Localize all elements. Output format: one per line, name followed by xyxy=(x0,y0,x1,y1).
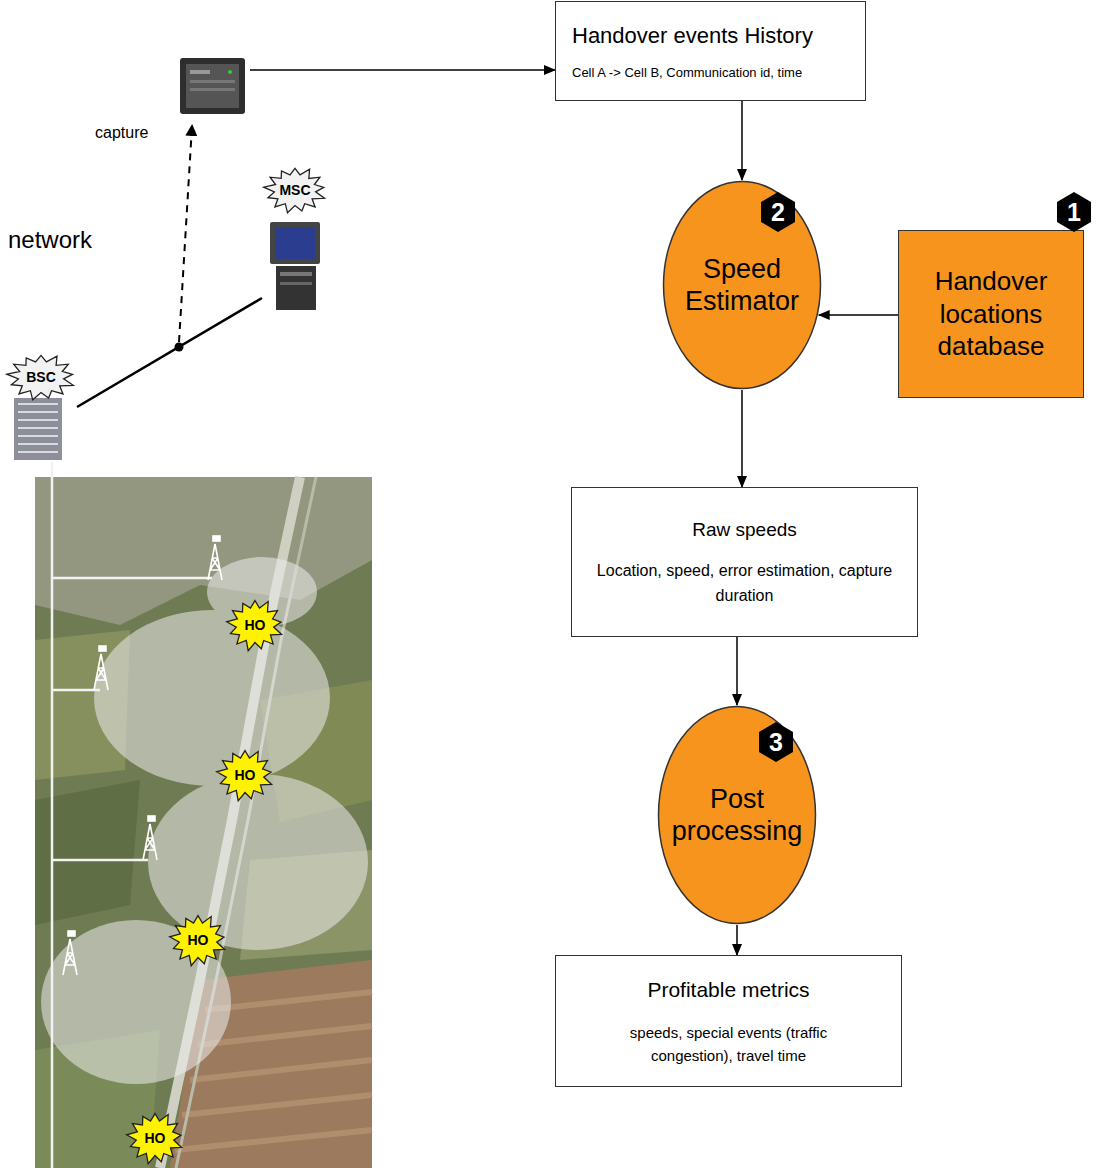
node-title: HO xyxy=(215,747,275,803)
database-box: Handover locations database xyxy=(898,230,1084,398)
data-box: Profitable metrics speeds, special events… xyxy=(555,955,902,1087)
connector-arrow xyxy=(741,101,743,180)
node-title: HO xyxy=(125,1110,185,1166)
connector-arrow xyxy=(736,925,738,955)
node-title: BSC xyxy=(5,352,77,402)
node-title: HO xyxy=(225,597,285,653)
connector-arrow xyxy=(741,390,743,487)
callout-number: 1 xyxy=(1056,191,1092,233)
bsc-starburst: BSC xyxy=(5,352,77,462)
node-title: Speed Estimator xyxy=(674,253,810,318)
handover-starburst: HO xyxy=(225,597,285,653)
node-title: Raw speeds xyxy=(692,515,797,544)
callout-badge: 1 xyxy=(1056,191,1092,233)
capture-node: capture xyxy=(92,52,250,148)
node-detail: speeds, special events (traffic congesti… xyxy=(596,1021,861,1068)
antenna-towers xyxy=(63,536,222,975)
circle-shape xyxy=(662,180,822,390)
msc-monitor-icon xyxy=(270,222,320,310)
aerial-photo xyxy=(35,477,372,1168)
node-title: HO xyxy=(168,912,228,968)
callout-badge: 2 xyxy=(760,191,796,233)
node-title: Profitable metrics xyxy=(647,974,809,1007)
callout-badge: 3 xyxy=(758,721,794,763)
node-title: capture xyxy=(95,124,148,142)
callout-number: 3 xyxy=(758,721,794,763)
connector-arrow xyxy=(77,298,262,407)
node-title: MSC xyxy=(262,165,328,215)
handover-starburst: HO xyxy=(215,747,275,803)
node-title: Handover events History xyxy=(572,22,813,51)
network-label: network xyxy=(8,226,92,254)
connector-arrow xyxy=(250,69,555,71)
connector-arrow xyxy=(736,637,738,705)
node-title: Handover locations database xyxy=(909,265,1073,363)
backhaul-wire xyxy=(52,462,212,1168)
connector-arrow xyxy=(819,314,898,316)
data-box: Handover events HistoryCell A -> Cell B,… xyxy=(555,1,866,101)
node-detail: Cell A -> Cell B, Communication id, time xyxy=(572,65,802,82)
handover-starburst: HO xyxy=(168,912,228,968)
handover-starburst: HO xyxy=(125,1110,185,1166)
callout-number: 2 xyxy=(760,191,796,233)
node-title: Post processing xyxy=(669,783,805,848)
cell-coverage xyxy=(41,557,368,1084)
capture-server-icon xyxy=(180,58,245,114)
msc-starburst: MSC xyxy=(262,165,328,313)
capture-tap xyxy=(175,126,193,352)
node-detail: Location, speed, error estimation, captu… xyxy=(592,559,897,609)
bsc-server-icon xyxy=(14,398,62,460)
data-box: Raw speedsLocation, speed, error estimat… xyxy=(571,487,918,637)
process-circle: Speed Estimator xyxy=(662,180,822,390)
